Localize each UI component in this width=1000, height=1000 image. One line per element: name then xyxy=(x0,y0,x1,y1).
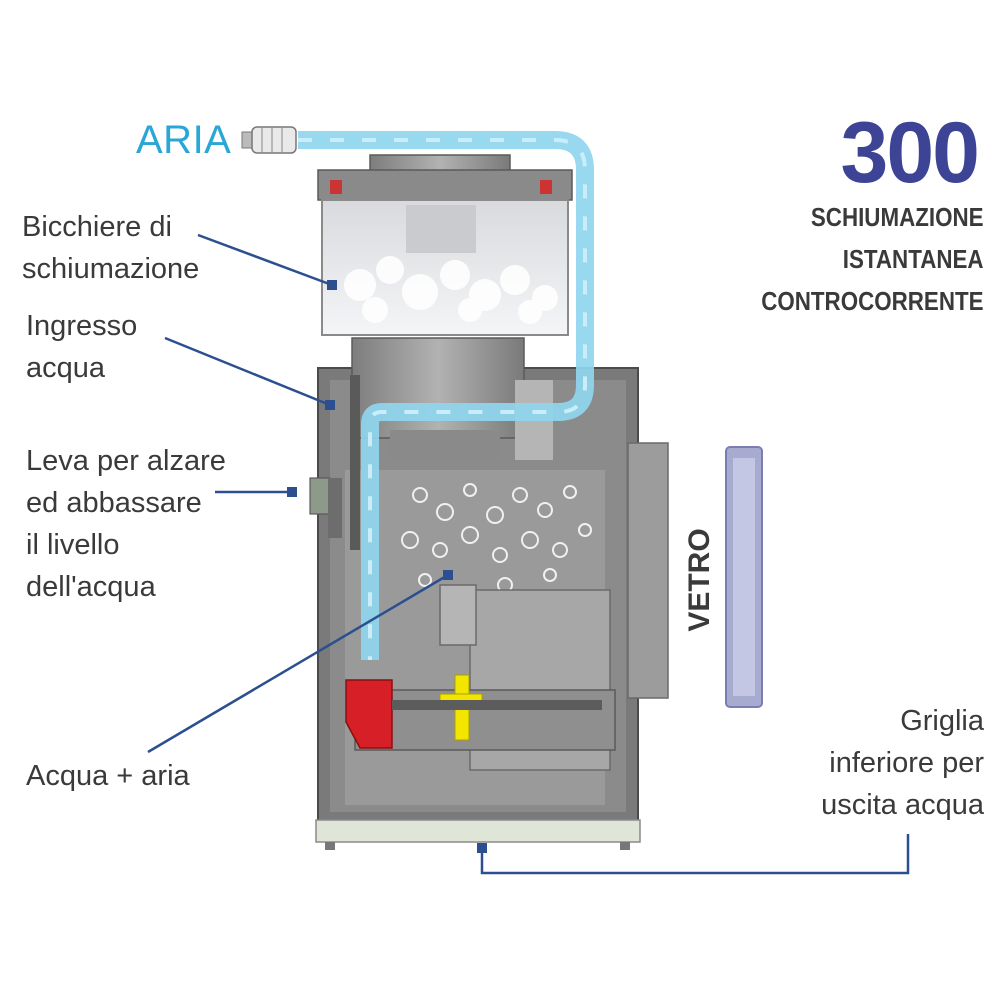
callout-line-inlet xyxy=(165,338,330,405)
foam-cup xyxy=(318,155,572,335)
label-foam-cup: Bicchiere di schiumazione xyxy=(22,206,199,290)
air-label: ARIA xyxy=(136,118,231,163)
label-water-air: Acqua + aria xyxy=(26,755,190,797)
model-desc-line: CONTROCORRENTE xyxy=(762,280,984,322)
callout-line-cup xyxy=(198,235,332,285)
model-description: SCHIUMAZIONE ISTANTANEA CONTROCORRENTE xyxy=(762,196,984,322)
label-water-inlet: Ingresso acqua xyxy=(26,305,137,389)
glass-label: VETRO xyxy=(683,528,717,631)
model-number: 300 xyxy=(841,108,979,198)
bottom-grille-panel xyxy=(726,447,762,707)
model-desc-line: SCHIUMAZIONE xyxy=(762,196,984,238)
model-desc-line: ISTANTANEA xyxy=(762,238,984,280)
label-level-lever: Leva per alzare ed abbassare il livello … xyxy=(26,440,226,608)
label-bottom-grid: Griglia inferiore per uscita acqua xyxy=(821,700,984,826)
air-intake-connector xyxy=(242,127,296,153)
